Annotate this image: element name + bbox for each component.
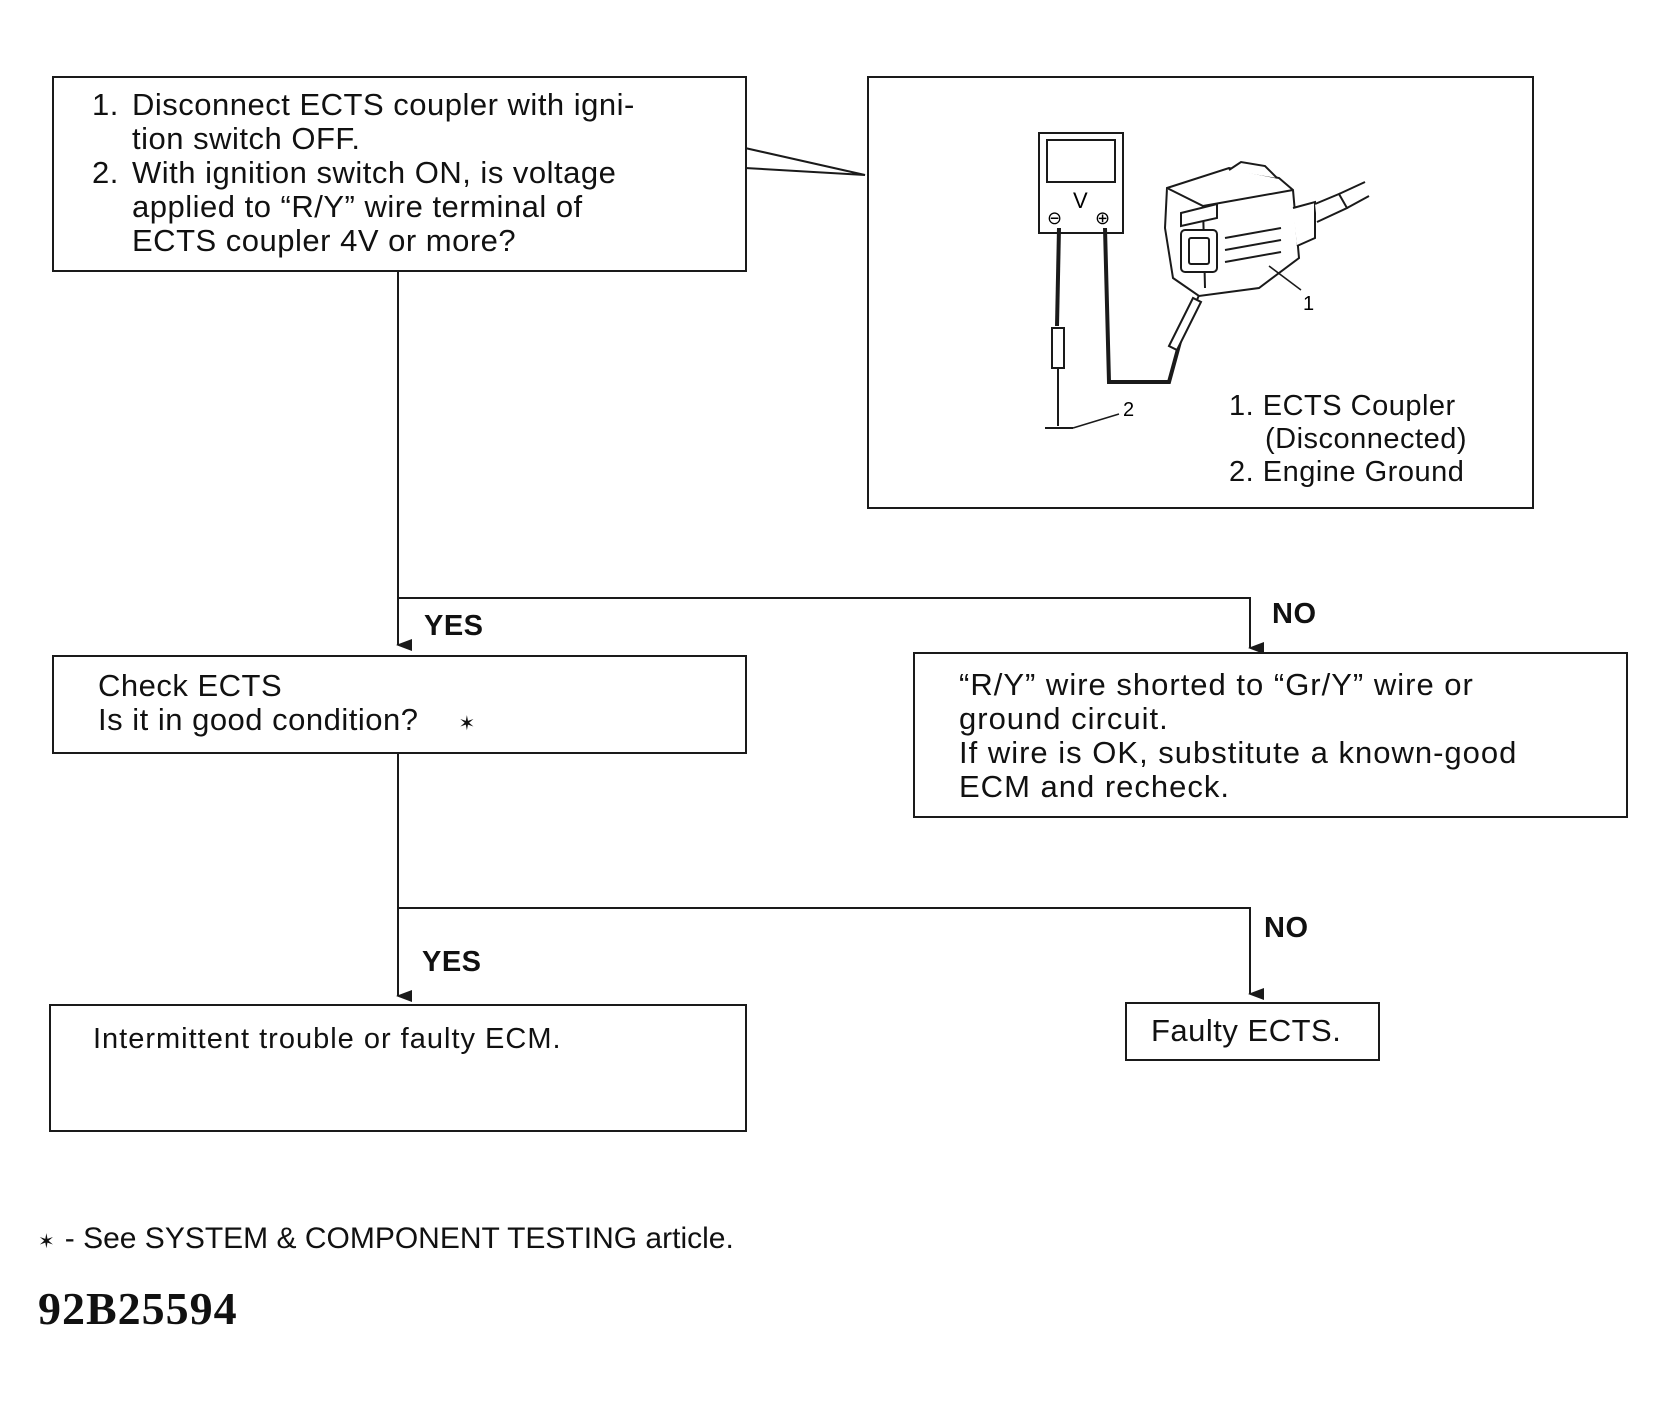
callout-1: 1 [1303, 293, 1314, 315]
step1-box: 1.Disconnect ECTS coupler with igni- tio… [52, 76, 747, 272]
branch2-yes-label: YES [422, 946, 482, 978]
plus-terminal: ⊕ [1095, 208, 1110, 229]
voltmeter-display [1046, 139, 1116, 183]
branch1-no-label: NO [1272, 598, 1317, 630]
yes-result-2-text: Intermittent trouble or faulty ECM. [93, 1023, 562, 1055]
footnote: ✶ - See SYSTEM & COMPONENT TESTING articl… [38, 1222, 734, 1256]
figure-id: 92B25594 [38, 1283, 238, 1334]
step1-text: 1.Disconnect ECTS coupler with igni- tio… [92, 87, 635, 258]
branch-line-no-1 [398, 597, 1264, 654]
legend-item-1: 1. ECTS Coupler [1229, 390, 1456, 422]
branch-line-no-2 [398, 907, 1264, 1000]
footnote-star-marker: ✶ [458, 711, 476, 735]
minus-terminal: ⊖ [1047, 208, 1062, 229]
no-result-2-box: Faulty ECTS. [1125, 1002, 1380, 1061]
footnote-star: ✶ [38, 1229, 55, 1253]
no-result-2-text: Faulty ECTS. [1151, 1013, 1342, 1048]
illustration-box: V ⊖ ⊕ 2 1 1. ECTS Coupler [867, 76, 1534, 509]
yes-result-2-box: Intermittent trouble or faulty ECM. [49, 1004, 747, 1132]
illustration-legend: 1. ECTS Coupler (Disconnected) 2. Engine… [1229, 390, 1467, 489]
voltmeter-illustration: V ⊖ ⊕ 2 1 [1038, 132, 1370, 429]
step2-box: Check ECTS Is it in good condition?✶ [52, 655, 747, 754]
branch2-no-label: NO [1264, 912, 1309, 944]
negative-probe [1051, 327, 1065, 369]
footnote-text: - See SYSTEM & COMPONENT TESTING article… [64, 1222, 734, 1255]
leader-line [744, 147, 866, 176]
ects-coupler [1163, 160, 1370, 298]
no-result-1-text: “R/Y” wire shorted to “Gr/Y” wire or gro… [959, 667, 1518, 804]
no-result-1-box: “R/Y” wire shorted to “Gr/Y” wire or gro… [913, 652, 1628, 818]
negative-probe-lead [1055, 227, 1061, 327]
callout-2: 2 [1123, 399, 1134, 421]
branch1-yes-label: YES [424, 610, 484, 642]
voltmeter-body [1038, 132, 1124, 234]
legend-item-2: 2. Engine Ground [1229, 456, 1465, 488]
voltmeter-symbol: V [1073, 188, 1088, 213]
step2-text: Check ECTS Is it in good condition?✶ [98, 668, 476, 737]
legend-item-1-note: (Disconnected) [1265, 423, 1468, 455]
